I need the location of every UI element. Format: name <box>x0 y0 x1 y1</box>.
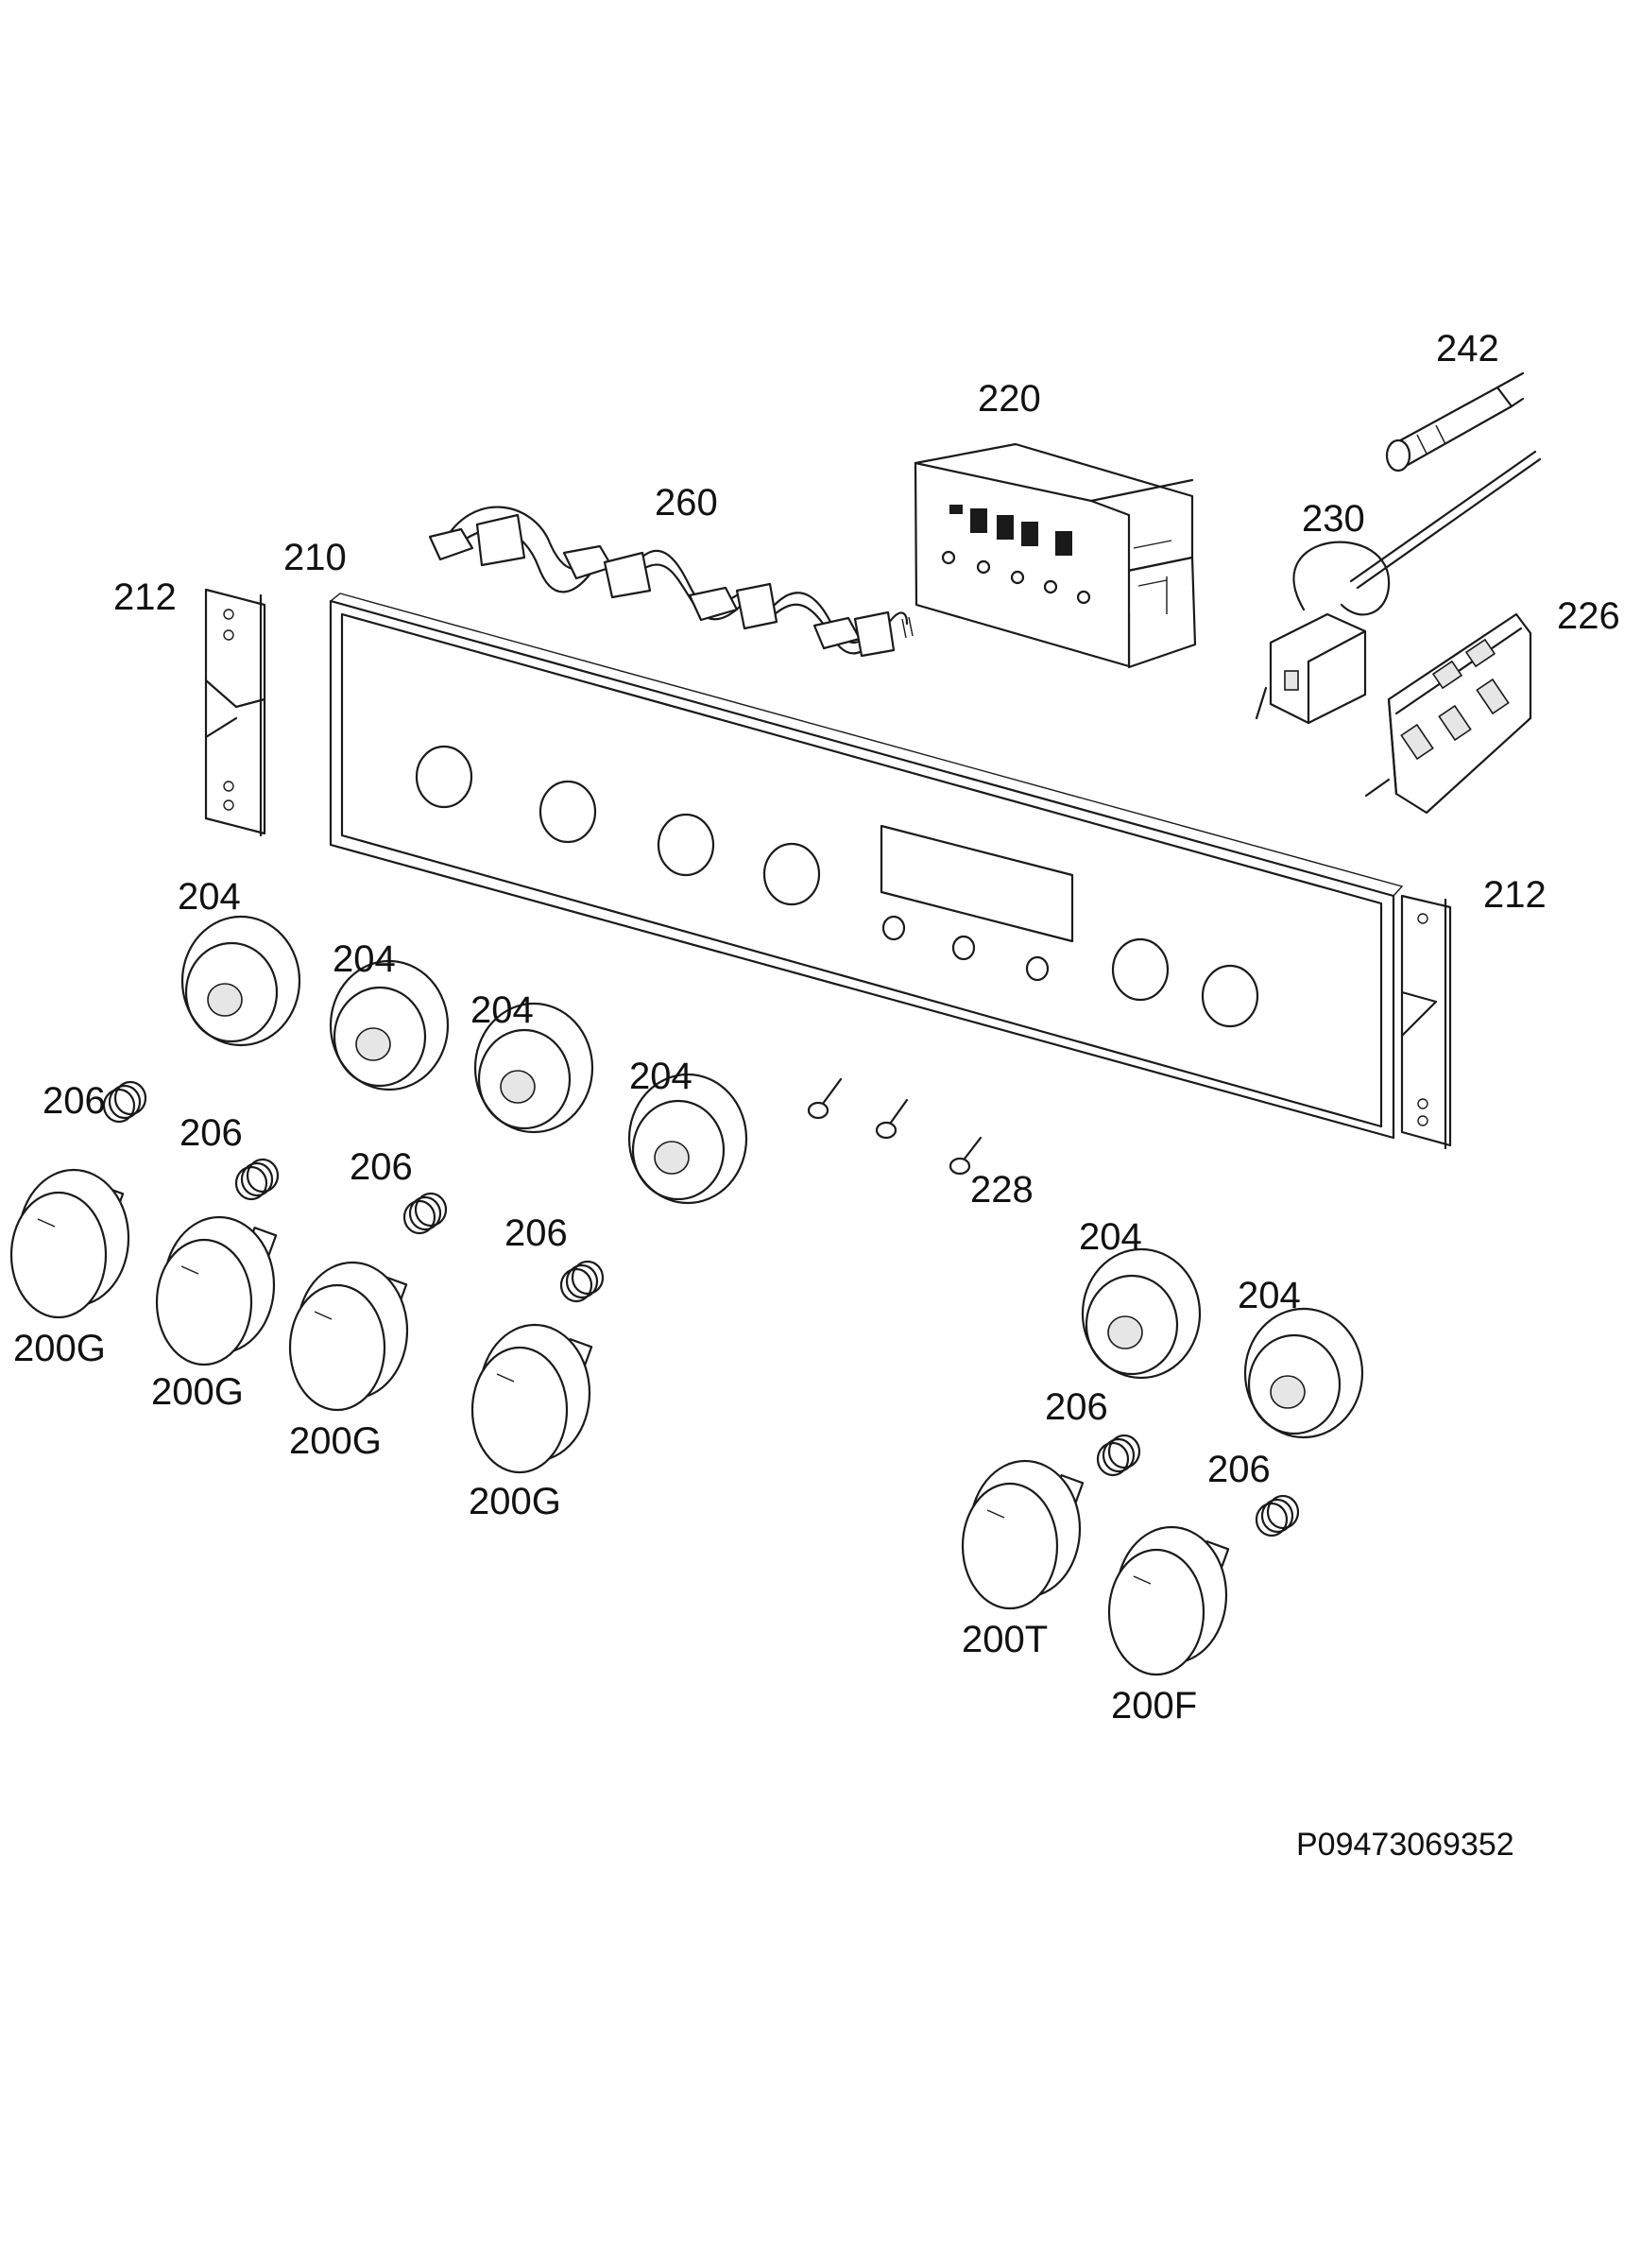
label-200G-a: 200G <box>13 1328 106 1369</box>
part-labels: 242 220 260 230 210 212 226 212 204 204 … <box>13 328 1620 1863</box>
label-206-f: 206 <box>1207 1449 1271 1490</box>
side-bracket-212-right[interactable] <box>1400 894 1452 1150</box>
control-panel-210[interactable] <box>329 593 1404 1140</box>
knob-200G-c[interactable] <box>288 1261 409 1412</box>
label-200T: 200T <box>962 1619 1048 1660</box>
label-206-a: 206 <box>43 1080 106 1122</box>
label-200G-c: 200G <box>289 1420 382 1462</box>
label-260: 260 <box>655 482 718 524</box>
bezel-204-a[interactable] <box>180 915 301 1047</box>
diagram-reference-code: P09473069352 <box>1296 1827 1514 1863</box>
label-204-d: 204 <box>629 1056 692 1097</box>
label-230: 230 <box>1302 498 1365 540</box>
screws-228[interactable] <box>807 1077 983 1176</box>
label-226: 226 <box>1557 595 1620 637</box>
label-212-right: 212 <box>1483 874 1547 916</box>
label-220: 220 <box>978 378 1041 420</box>
spring-206-d[interactable] <box>559 1260 605 1303</box>
knob-200G-b[interactable] <box>155 1215 278 1366</box>
timer-module-220[interactable] <box>914 442 1197 669</box>
label-200G-b: 200G <box>151 1371 244 1413</box>
spring-206-c[interactable] <box>402 1192 448 1235</box>
label-204-b: 204 <box>333 938 396 980</box>
spring-206-b[interactable] <box>234 1158 280 1201</box>
label-206-b: 206 <box>179 1112 243 1154</box>
label-242: 242 <box>1436 328 1499 369</box>
switch-block-226[interactable] <box>1364 612 1532 815</box>
bezel-204-f[interactable] <box>1243 1307 1364 1439</box>
bezel-204-e[interactable] <box>1081 1247 1202 1380</box>
knob-200T[interactable] <box>961 1459 1085 1610</box>
spring-206-a[interactable] <box>102 1080 147 1124</box>
bezel-204-d[interactable] <box>627 1073 748 1205</box>
label-210: 210 <box>283 537 347 578</box>
component-242[interactable] <box>1385 371 1525 472</box>
label-200F: 200F <box>1111 1685 1197 1727</box>
spring-206-f[interactable] <box>1255 1494 1300 1538</box>
knob-200G-a[interactable] <box>9 1168 130 1319</box>
label-206-c: 206 <box>350 1146 413 1188</box>
side-bracket-212-left[interactable] <box>204 588 266 837</box>
label-228: 228 <box>970 1169 1034 1211</box>
label-212-left: 212 <box>113 576 177 618</box>
label-204-e: 204 <box>1079 1216 1142 1258</box>
knob-200G-d[interactable] <box>470 1323 593 1474</box>
knob-200F[interactable] <box>1107 1525 1230 1676</box>
label-204-c: 204 <box>470 989 534 1031</box>
spring-206-e[interactable] <box>1096 1434 1141 1477</box>
label-206-e: 206 <box>1045 1386 1108 1428</box>
label-200G-d: 200G <box>469 1481 561 1522</box>
bezel-204-b[interactable] <box>329 959 450 1091</box>
label-204-f: 204 <box>1238 1275 1301 1316</box>
thermostat-230[interactable] <box>1255 450 1542 725</box>
label-204-a: 204 <box>178 876 241 918</box>
bezel-204-c[interactable] <box>473 1002 594 1134</box>
wiring-harness-260[interactable] <box>428 506 914 658</box>
label-206-d: 206 <box>504 1212 568 1254</box>
